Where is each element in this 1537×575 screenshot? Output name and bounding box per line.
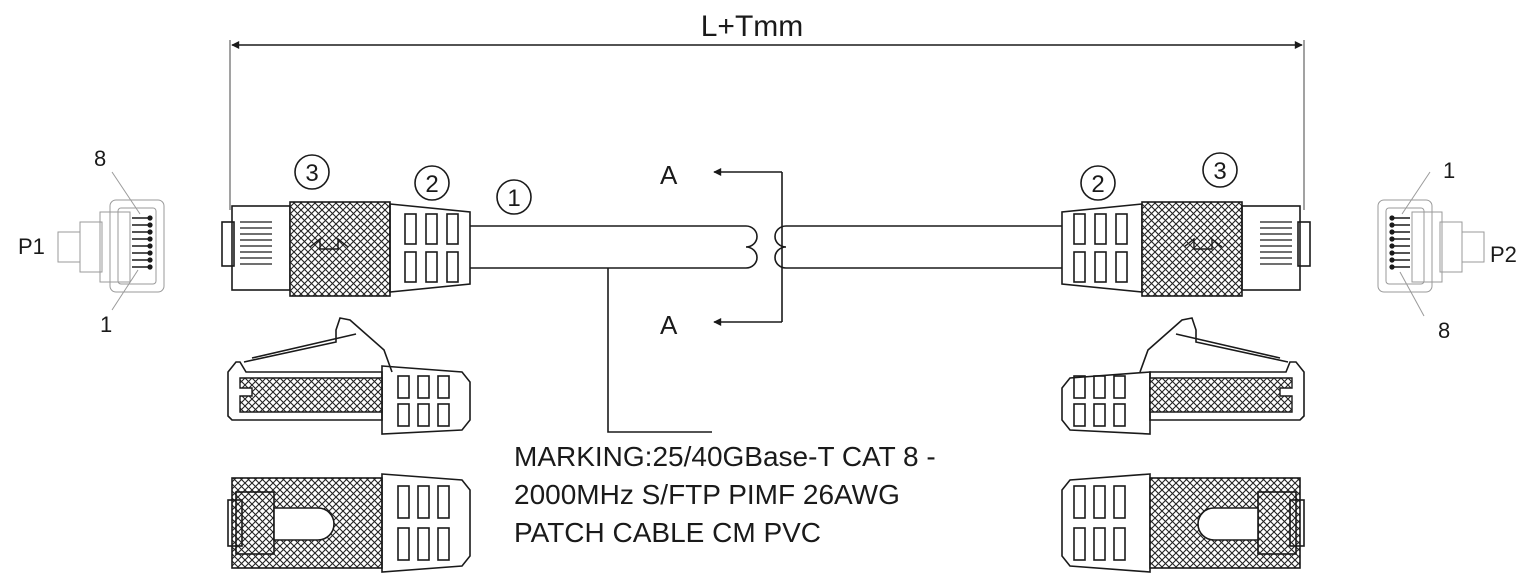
svg-text:2: 2 bbox=[1091, 171, 1104, 198]
callout-right-plug: 3 bbox=[1202, 152, 1238, 188]
section-a-cut: A A bbox=[660, 160, 783, 340]
p2-end-view: P2 1 8 bbox=[1377, 158, 1517, 343]
p1-pin-bottom: 1 bbox=[100, 312, 112, 337]
p1-end-view: P1 8 1 bbox=[18, 146, 165, 337]
right-connector-bottom-view bbox=[1061, 473, 1305, 573]
svg-text:3: 3 bbox=[1213, 158, 1226, 185]
left-connector-side-view bbox=[227, 317, 471, 435]
p1-contacts bbox=[132, 215, 153, 270]
p2-label: P2 bbox=[1490, 242, 1517, 267]
p2-pin-bottom: 8 bbox=[1438, 318, 1450, 343]
svg-text:2: 2 bbox=[425, 171, 438, 198]
overall-length-label: L+Tmm bbox=[701, 10, 804, 43]
left-boot bbox=[389, 203, 471, 293]
callout-left-plug: 3 bbox=[294, 154, 330, 190]
left-connector-bottom-view bbox=[227, 473, 471, 573]
left-connector-top-view bbox=[221, 201, 471, 297]
right-connector-side-view bbox=[1061, 317, 1305, 435]
p1-pin-top: 8 bbox=[94, 146, 106, 171]
marking-line-2: 2000MHz S/FTP PIMF 26AWG bbox=[514, 479, 900, 510]
section-label-top: A bbox=[660, 160, 678, 190]
svg-text:3: 3 bbox=[305, 160, 318, 187]
marking-line-3: PATCH CABLE CM PVC bbox=[514, 517, 821, 548]
marking-note: MARKING:25/40GBase-T CAT 8 - 2000MHz S/F… bbox=[514, 268, 936, 548]
callout-cable: 1 bbox=[496, 179, 532, 215]
cable-body bbox=[470, 225, 1062, 269]
p2-pin-top: 1 bbox=[1443, 158, 1455, 183]
callout-right-boot: 2 bbox=[1080, 165, 1116, 201]
overall-length-dimension: L+Tmm bbox=[229, 10, 1305, 210]
svg-text:1: 1 bbox=[507, 185, 520, 212]
left-plug-housing bbox=[289, 201, 391, 297]
section-label-bottom: A bbox=[660, 310, 678, 340]
right-connector-top-view bbox=[1061, 201, 1311, 297]
callout-left-boot: 2 bbox=[414, 165, 450, 201]
p2-contacts bbox=[1389, 215, 1410, 270]
right-plug-housing bbox=[1141, 201, 1243, 297]
callout-balloons: 3 2 1 2 3 bbox=[294, 152, 1238, 215]
p1-label: P1 bbox=[18, 234, 45, 259]
marking-line-1: MARKING:25/40GBase-T CAT 8 - bbox=[514, 441, 936, 472]
